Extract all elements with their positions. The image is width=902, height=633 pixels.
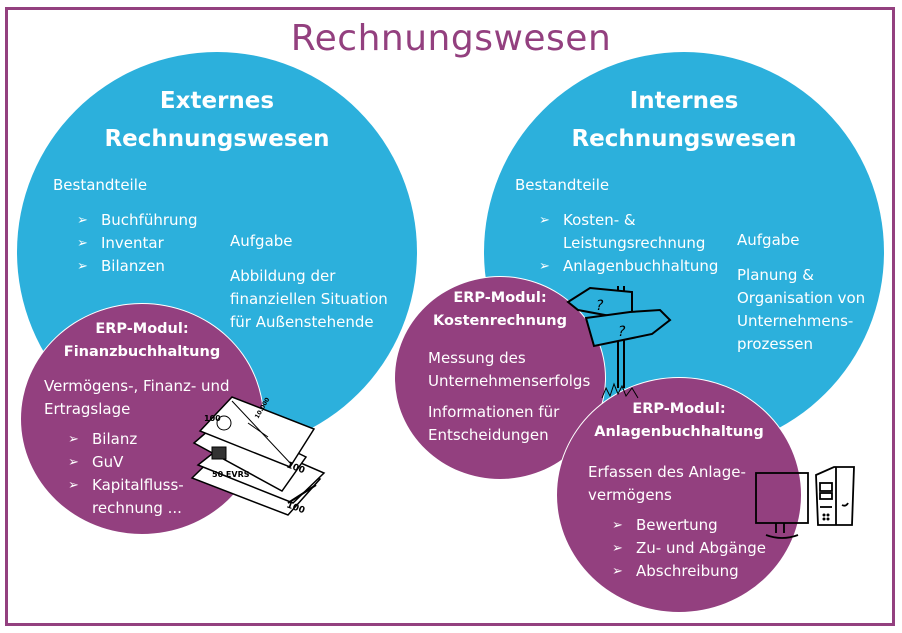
module-anlagenbuchhaltung-description: Erfassen des Anlage- vermögens bbox=[588, 463, 746, 504]
internal-components-label: Bestandteile bbox=[515, 176, 610, 194]
list-item: Zu- und Abgänge bbox=[612, 537, 766, 560]
diagram-frame bbox=[5, 7, 895, 626]
module-anlagenbuchhaltung-title: ERP-Modul: Anlagenbuchhaltung bbox=[594, 401, 764, 440]
external-task-description: Abbildung der finanziellen Situation für… bbox=[230, 267, 388, 331]
money-stack-icon: 100 100 50 EVRS 100 10.000 bbox=[190, 396, 326, 516]
list-item: Inventar bbox=[77, 232, 198, 255]
list-item: Bilanz bbox=[68, 428, 184, 451]
internal-task-label: Aufgabe bbox=[737, 231, 800, 249]
internal-heading: Internes Rechnungswesen bbox=[571, 88, 797, 152]
list-item: Bilanzen bbox=[77, 255, 198, 278]
module-anlagenbuchhaltung-list: Bewertung Zu- und Abgänge Abschreibung bbox=[612, 514, 766, 583]
module-finanzbuchhaltung-description: Vermögens-, Finanz- und Ertragslage bbox=[44, 377, 230, 418]
list-item: Anlagenbuchhaltung bbox=[539, 255, 718, 278]
computer-icon bbox=[755, 466, 855, 539]
module-finanzbuchhaltung-list: Bilanz GuV Kapitalfluss- rechnung ... bbox=[68, 428, 184, 520]
external-task-label: Aufgabe bbox=[230, 232, 293, 250]
module-kostenrechnung-description: Messung des Unternehmenserfolgs bbox=[428, 349, 591, 390]
svg-text:?: ? bbox=[618, 324, 626, 340]
module-finanzbuchhaltung-title: ERP-Modul: Finanzbuchhaltung bbox=[63, 321, 221, 360]
internal-components-list: Kosten- & Leistungsrechnung Anlagenbuchh… bbox=[539, 209, 718, 278]
svg-text:100: 100 bbox=[204, 414, 221, 423]
list-item: GuV bbox=[68, 451, 184, 474]
list-item: Bewertung bbox=[612, 514, 766, 537]
module-kostenrechnung-title: ERP-Modul: Kostenrechnung bbox=[433, 290, 567, 329]
external-heading: Externes Rechnungswesen bbox=[104, 88, 330, 152]
list-item: Buchführung bbox=[77, 209, 198, 232]
external-components-label: Bestandteile bbox=[53, 176, 148, 194]
list-item: Kapitalfluss- rechnung ... bbox=[68, 474, 184, 520]
module-kostenrechnung-description-2: Informationen für Entscheidungen bbox=[428, 403, 560, 444]
svg-text:50 EVRS: 50 EVRS bbox=[212, 470, 250, 479]
signpost-icon: ? ? bbox=[566, 286, 672, 399]
internal-task-description: Planung & Organisation von Unternehmens-… bbox=[737, 266, 866, 353]
svg-text:?: ? bbox=[596, 298, 604, 314]
list-item: Abschreibung bbox=[612, 560, 766, 583]
external-components-list: Buchführung Inventar Bilanzen bbox=[77, 209, 198, 278]
list-item: Kosten- & Leistungsrechnung bbox=[539, 209, 718, 255]
diagram-title: Rechnungswesen bbox=[290, 18, 612, 59]
